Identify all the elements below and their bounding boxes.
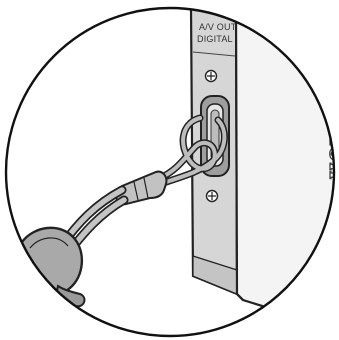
screw-icon xyxy=(206,71,217,82)
port-label-line2: DIGITAL xyxy=(197,34,233,44)
port-label-line1: A/V OUT xyxy=(199,22,237,32)
strap-clip xyxy=(15,228,84,307)
screw-icon xyxy=(207,191,218,202)
